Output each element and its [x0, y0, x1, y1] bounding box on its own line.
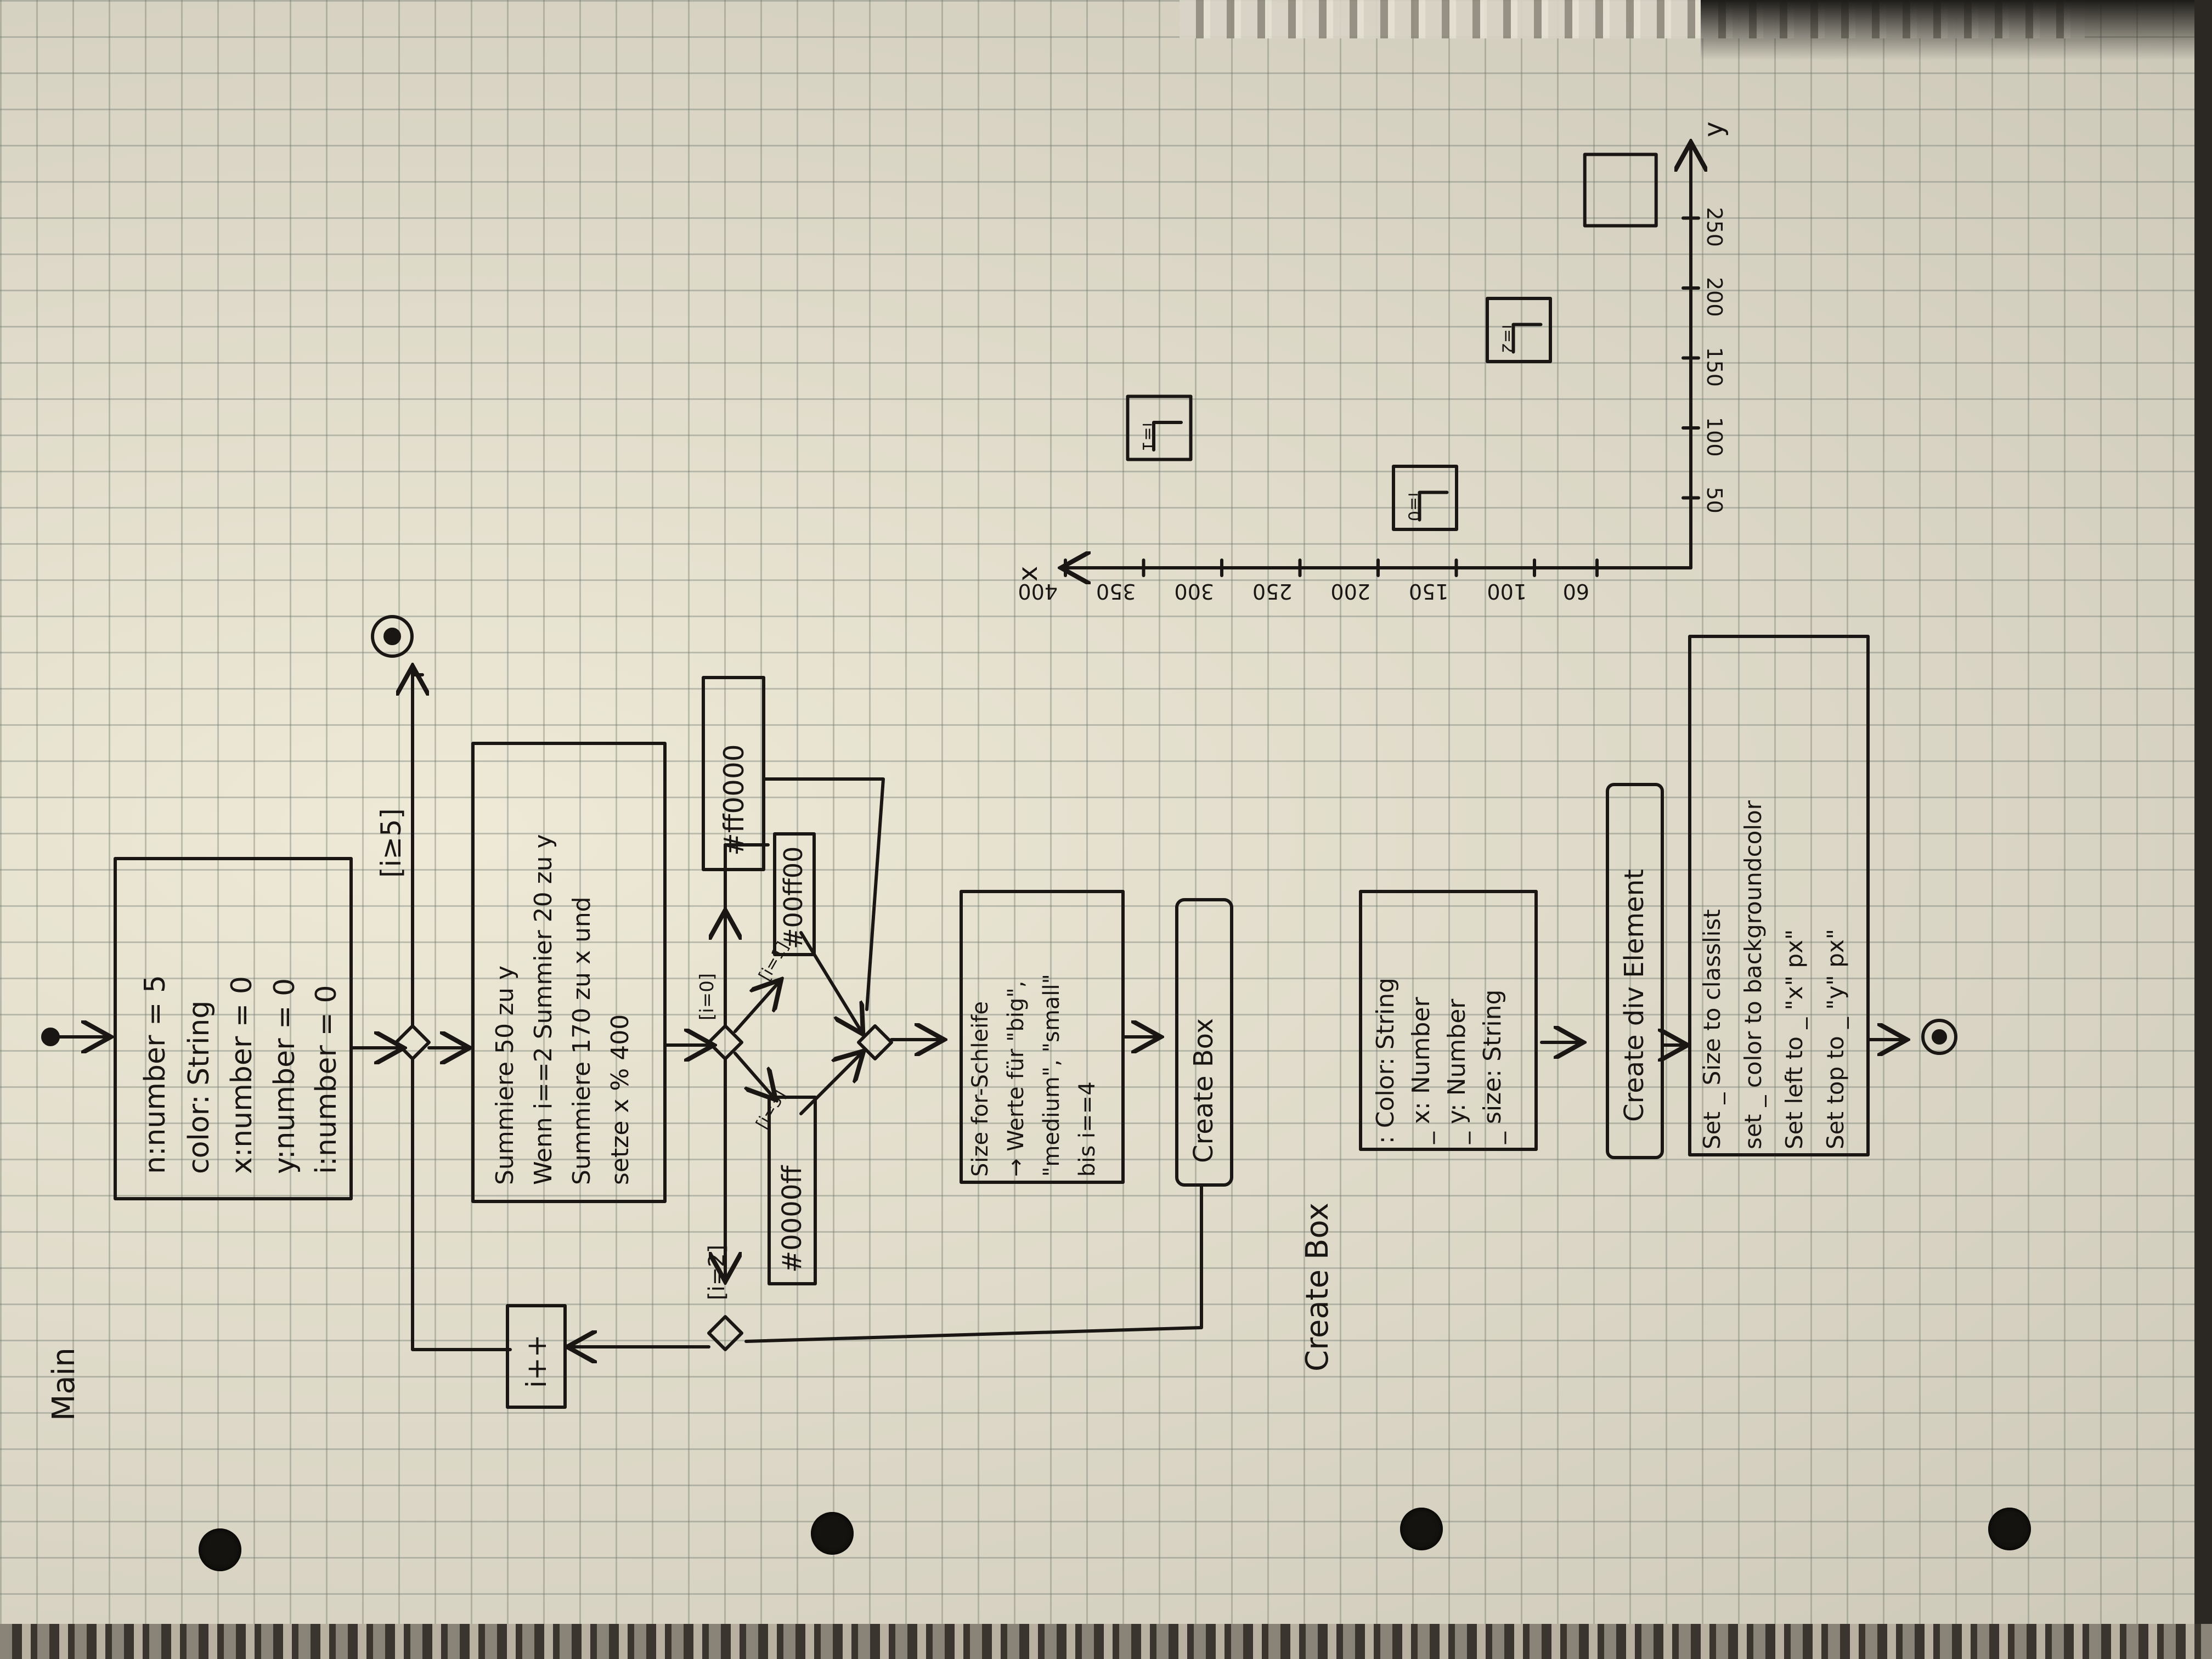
x-tick-label: 300 [1174, 579, 1214, 603]
loop-body-text: Summiere 50 zu y Wenn i==2 Summier 20 zu… [491, 834, 634, 1185]
spiral-binding [0, 1624, 2212, 1659]
set-steps-list: Set _ Size to classlist set _ color to b… [1699, 800, 1849, 1149]
color-merge-diamond [857, 1024, 893, 1060]
punch-hole [1400, 1508, 1443, 1550]
var-i: i:number = 0 [310, 985, 343, 1174]
y-tick-label: 150 [1702, 347, 1726, 387]
plotted-box-label: i=0 [1404, 493, 1424, 522]
end-node-outer [1921, 1019, 1957, 1055]
plotted-box-inner [1418, 490, 1449, 522]
color-red-label: #ff0000 [718, 744, 750, 856]
create-element-label: Create div Element [1619, 869, 1650, 1122]
plotted-box [1126, 394, 1193, 461]
y-axis-label: y [1699, 122, 1729, 137]
color-blue-label: #0000ff [777, 1165, 808, 1273]
x-tick-label: 100 [1487, 579, 1527, 603]
page-edge [2194, 0, 2212, 1659]
var-color: color: String [183, 1001, 216, 1174]
guard-i0: [i=0] [696, 973, 718, 1020]
create-element-box [1606, 783, 1664, 1159]
loop-line-2: Wenn i==2 Summier 20 zu y [529, 834, 557, 1185]
y-tick-label: 250 [1702, 207, 1726, 247]
var-y: y:number = 0 [268, 978, 301, 1174]
increment-box [506, 1304, 567, 1409]
param-y: _ y: Number [1443, 998, 1471, 1144]
y-tick-label: 50 [1702, 487, 1726, 514]
create-box-title: Create Box [1300, 1203, 1335, 1372]
merge-diamond [394, 1024, 431, 1060]
set-step-3: Set left to _ "x" px" [1781, 929, 1808, 1149]
create-box-action [1175, 898, 1233, 1187]
color-red-box [702, 676, 765, 871]
loop-body-box [471, 742, 667, 1203]
param-size: _ size: String [1479, 990, 1506, 1144]
x-tick-label: 150 [1409, 579, 1449, 603]
x-tick-label: 250 [1252, 579, 1293, 603]
color-blue-box [768, 1096, 817, 1285]
param-x: _ x: Number [1407, 997, 1435, 1144]
var-n: n:number = 5 [139, 975, 172, 1174]
exit-flow [411, 673, 424, 1028]
plotted-box-label: i=2 [1498, 325, 1517, 354]
plotted-box [1392, 465, 1458, 531]
params-box [1359, 890, 1538, 1151]
page-shadow [1701, 0, 2212, 60]
set-step-4: Set top to _ "y" px" [1822, 929, 1849, 1149]
x-tick-label: 350 [1096, 579, 1136, 603]
increment-label: i++ [521, 1334, 552, 1388]
params-list: : Color: String _ x: Number _ y: Number … [1372, 978, 1506, 1144]
x-tick-label: 400 [1018, 579, 1058, 603]
size-line-2: → Werte für "big", [1003, 981, 1029, 1177]
y-tick-label: 100 [1702, 417, 1726, 457]
final-node-inner [383, 628, 401, 645]
plotted-box-label: i=1 [1138, 422, 1158, 452]
set-step-2: set _ color to backgroundcolor [1740, 800, 1767, 1149]
axis-ticks [1064, 216, 1700, 577]
variables-list: n:number = 5 color: String x:number = 0 … [139, 975, 343, 1174]
y-tick-label: 200 [1702, 277, 1726, 317]
loop-line-3: Summiere 170 zu x und [568, 896, 596, 1185]
size-line-3: "medium", "small" [1039, 974, 1064, 1177]
size-loop-text: Size for-Schleife → Werte für "big", "me… [968, 974, 1100, 1177]
guard-exit: [i≥5] [375, 808, 407, 878]
i-merge-diamond [707, 1315, 743, 1351]
color-green-label: #00ff00 [778, 847, 808, 949]
set-steps-box [1688, 635, 1870, 1156]
param-color: : Color: String [1372, 978, 1400, 1144]
plotted-box [1486, 297, 1552, 363]
punch-hole [1988, 1508, 2031, 1550]
guard-i3: [i=3] [753, 1087, 790, 1132]
plotted-box-inner [1152, 421, 1183, 452]
end-node-inner [1932, 1029, 1947, 1045]
loop-back-line [411, 1057, 512, 1351]
set-step-1: Set _ Size to classlist [1699, 909, 1725, 1149]
loop-line-4: setze x % 400 [606, 1014, 634, 1185]
punch-hole [199, 1528, 241, 1571]
x-axis-label: x [1013, 566, 1043, 582]
size-line-1: Size for-Schleife [968, 1001, 993, 1177]
plotted-boxes [1126, 153, 1658, 531]
var-x: x:number = 0 [225, 976, 258, 1174]
punch-hole [811, 1512, 854, 1555]
create-box-call: Create Box [1188, 1018, 1219, 1163]
variables-box [114, 857, 353, 1200]
plotted-box-inner [1511, 323, 1543, 354]
x-tick-label: 200 [1330, 579, 1370, 603]
flow-line [744, 1183, 1203, 1343]
final-node-outer [371, 615, 414, 658]
color-green-box [773, 832, 816, 956]
x-tick-label: 60 [1563, 579, 1589, 603]
size-line-4: bis i==4 [1075, 1081, 1100, 1177]
plotted-box [1583, 153, 1658, 228]
loop-line-1: Summiere 50 zu y [491, 966, 519, 1185]
guard-i2: [i=2] [704, 1245, 730, 1300]
main-title: Main [46, 1347, 82, 1421]
